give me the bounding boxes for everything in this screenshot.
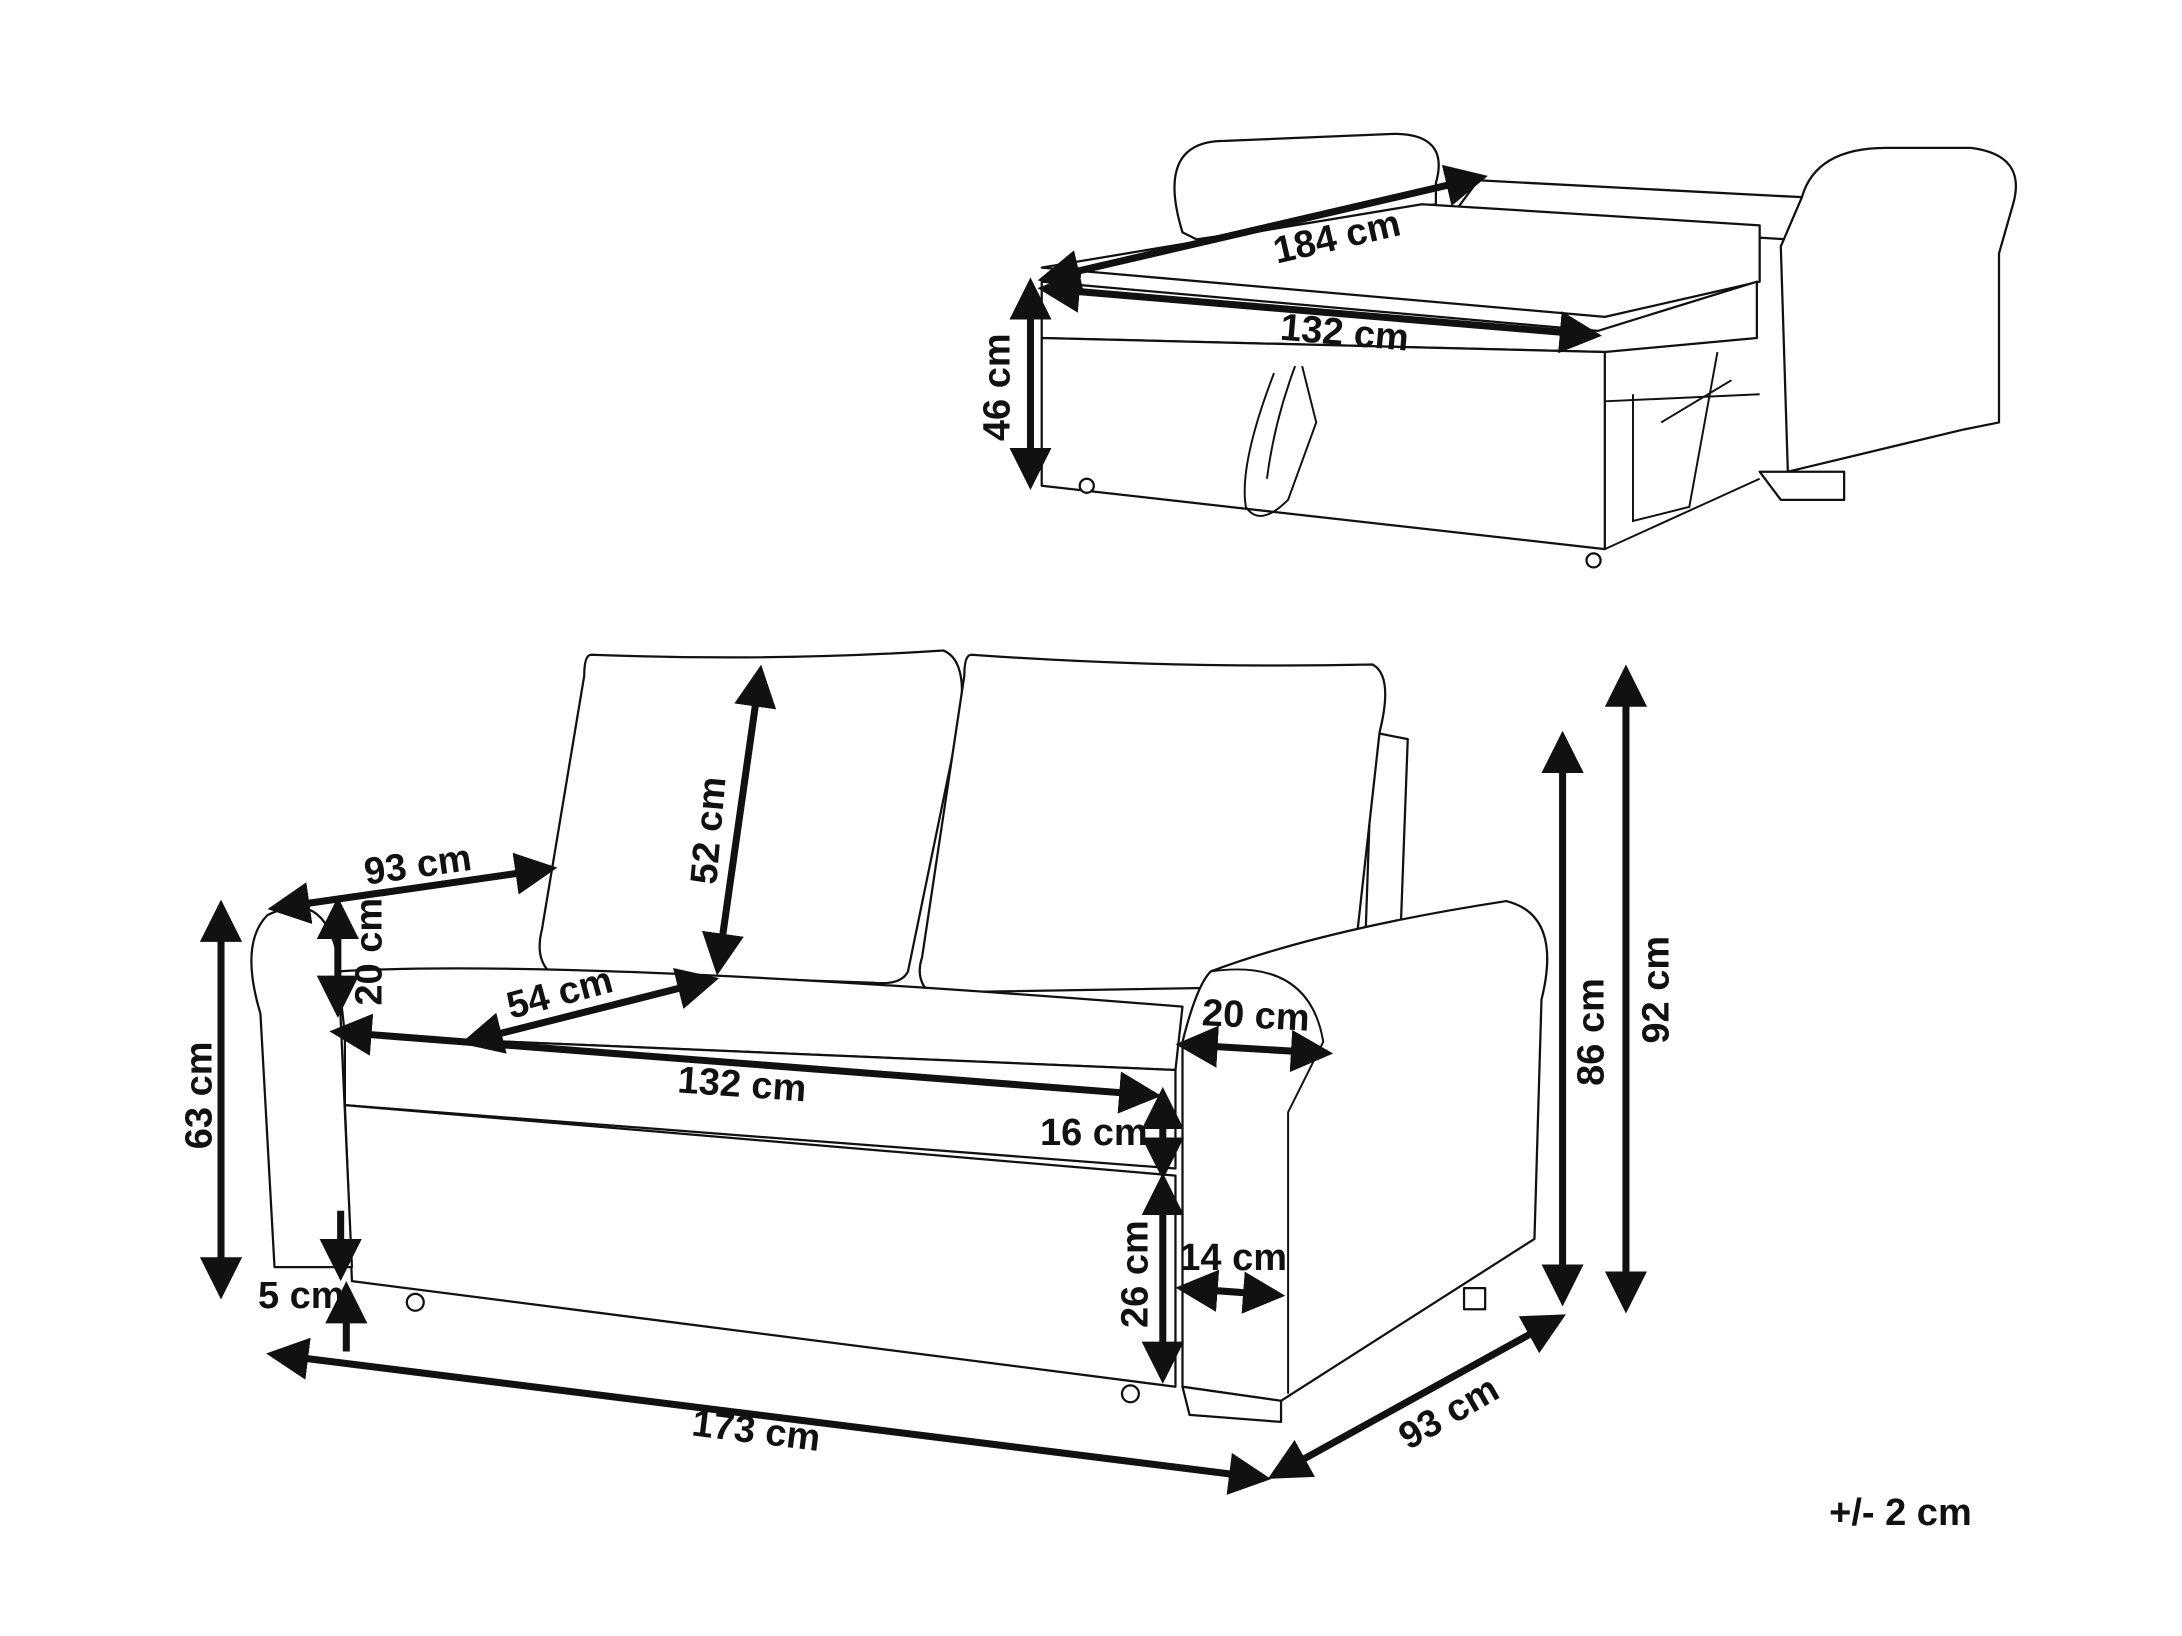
bed-length-arrow: [1037, 164, 1488, 292]
armrest-width-label: 20 cm: [1201, 992, 1311, 1040]
dimension-arrows: [199, 664, 1648, 1495]
height-label: 86 cm: [1571, 978, 1613, 1086]
total-width-label: 173 cm: [690, 1403, 823, 1460]
cushion-height-label: 16 cm: [1040, 1112, 1148, 1154]
bed-height-label: 46 cm: [977, 333, 1019, 441]
sofa-bed-drawing: [1040, 132, 2018, 569]
arm-base-width-label: 14 cm: [1179, 1237, 1287, 1279]
seat-base-height-label: 26 cm: [1114, 1220, 1156, 1328]
arm-height-label: 63 cm: [178, 1041, 220, 1149]
armrest-top-label: 20 cm: [349, 898, 391, 1006]
bed-width-arrow: [1037, 270, 1602, 354]
tolerance-label: +/- 2 cm: [1829, 1492, 1972, 1534]
leg-height-label: 5 cm: [258, 1275, 345, 1317]
sofa-drawing: [250, 649, 1549, 1424]
total-height-label: 92 cm: [1635, 936, 1677, 1044]
seat-width-label: 132 cm: [676, 1059, 808, 1110]
backrest-height-label: 52 cm: [683, 775, 734, 886]
